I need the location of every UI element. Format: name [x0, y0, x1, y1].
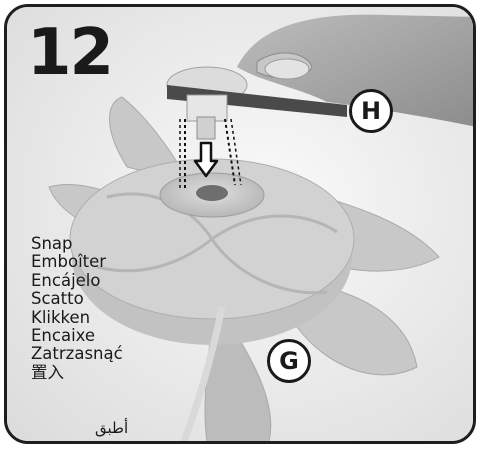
step-number: 12: [27, 21, 112, 85]
action-label-english: Snap: [31, 235, 123, 253]
callout-g: G: [267, 339, 311, 383]
action-label-polish: Zatrzasnąć: [31, 345, 123, 363]
action-label-spanish: Encájelo: [31, 272, 123, 290]
arrow-down-icon: [193, 141, 219, 179]
action-label-chinese: 置入: [31, 364, 123, 382]
action-label-arabic: أطبق: [95, 419, 128, 437]
action-label-italian: Scatto: [31, 290, 123, 308]
action-label-portuguese: Encaixe: [31, 327, 123, 345]
action-label-list: Snap Emboîter Encájelo Scatto Klikken En…: [31, 235, 123, 382]
action-label-french: Emboîter: [31, 253, 123, 271]
action-label-dutch: Klikken: [31, 309, 123, 327]
instruction-panel: 12 H G Snap Emboîter Encájelo Scatto Kli…: [4, 4, 476, 444]
callout-h: H: [349, 89, 393, 133]
